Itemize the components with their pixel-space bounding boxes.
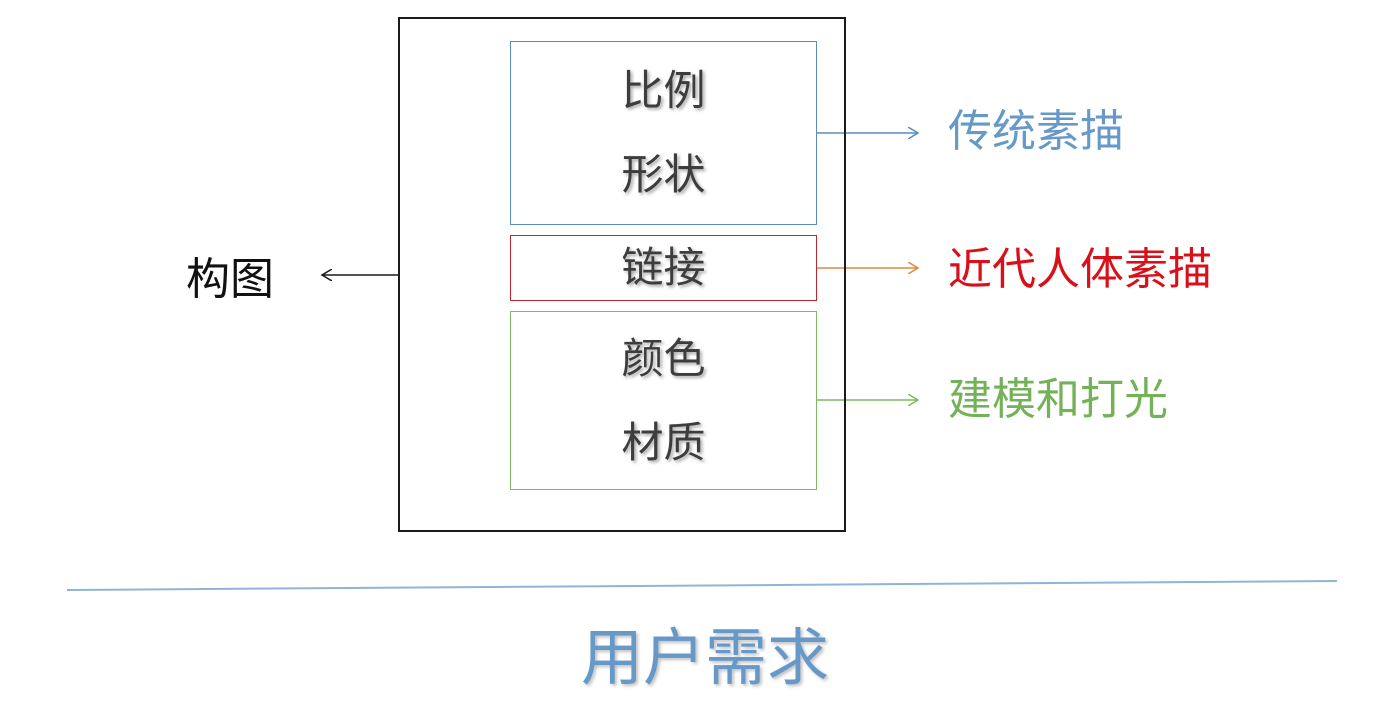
outer-frame xyxy=(398,17,846,532)
right-label-modeling-lighting: 建模和打光 xyxy=(948,374,1168,425)
divider-line xyxy=(66,580,1338,591)
box-link: 链接 xyxy=(510,235,817,301)
box-blue-line1: 比例 xyxy=(621,66,706,115)
box-red-line1: 链接 xyxy=(621,243,706,292)
bottom-title: 用户需求 xyxy=(580,621,829,694)
left-label-composition: 构图 xyxy=(186,254,274,305)
box-color-material: 颜色 材质 xyxy=(510,311,817,490)
right-label-traditional-sketch: 传统素描 xyxy=(948,106,1124,157)
box-green-line2: 材质 xyxy=(621,417,706,467)
right-label-modern-figure-sketch: 近代人体素描 xyxy=(948,244,1212,295)
box-proportion-shape: 比例 形状 xyxy=(510,41,817,225)
box-green-line1: 颜色 xyxy=(621,333,706,383)
box-blue-line2: 形状 xyxy=(621,150,706,199)
